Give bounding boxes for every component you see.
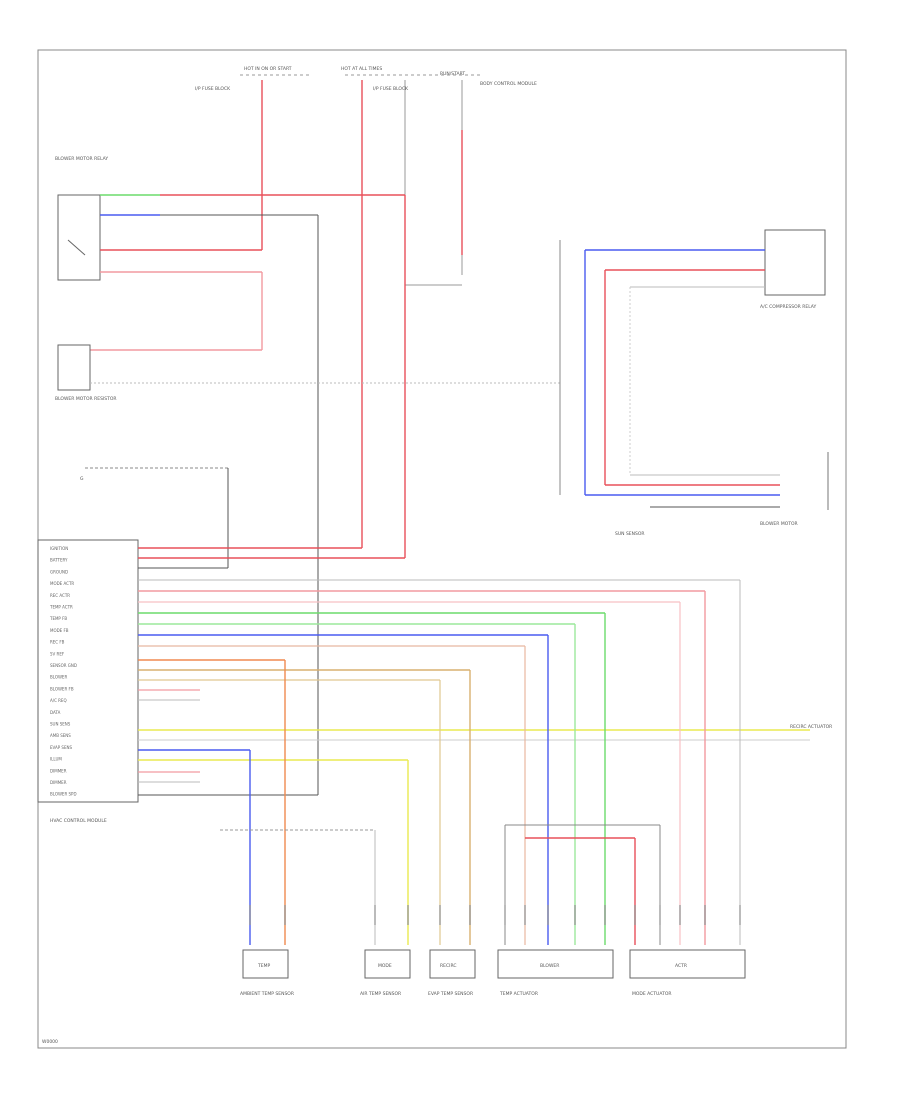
bottom-box-recirc [429,949,476,979]
module-pin-label: A/C REQ [50,698,67,703]
bottom-box-temp [242,949,289,979]
module-pin-label: BLOWER FB [50,686,74,691]
bottom-box-actr-label: ACTR [675,963,687,969]
top-label-mid-block: I/P FUSE BLOCK [373,86,409,92]
module-pin-label: TEMP ACTR [49,605,73,610]
blower-resistor-box [57,344,91,391]
blower-resistor-label: BLOWER MOTOR RESISTOR [55,396,117,402]
hvac-module-box [37,539,139,803]
module-pin-label: BATTERY [50,558,68,563]
top-label-fuse-mid: HOT AT ALL TIMES [341,66,382,72]
module-pin-label: BLOWER SPD [50,792,77,797]
module-pin-label: GROUND [50,569,68,574]
mode-actuator-label: MODE ACTUATOR [632,991,672,997]
connector-ticks [249,905,741,925]
module-pin-label: SUN SENS [50,722,71,727]
ambient-sensor-label: AMBIENT TEMP SENSOR [240,991,294,997]
bottom-box-recirc-label: RECIRC [440,963,456,969]
module-pin-label: DIMMER [50,780,67,785]
diagram-frame [37,49,847,1049]
module-pin-label: BLOWER [50,675,67,680]
bottom-box-temp-label: TEMP [257,963,270,969]
module-pin-label: AMB SENS [50,733,71,738]
bottom-box-blower-label: BLOWER [540,963,559,969]
hvac-module-label: HVAC CONTROL MODULE [50,818,107,824]
comp-relay-label: A/C COMPRESSOR RELAY [760,304,817,310]
top-label-fuse-left: HOT IN ON OR START [244,66,292,72]
module-pin-label: ILLUM [50,757,62,762]
temp-actuator-label: TEMP ACTUATOR [499,991,538,997]
evap-sensor-label: EVAP TEMP SENSOR [428,991,473,997]
ground-label: G [80,476,84,482]
module-pin-label: REC FB [50,640,65,645]
top-label-right-block: BODY CONTROL MODULE [480,81,537,87]
module-pin-label: TEMP FB [49,616,67,621]
module-pin-label: MODE ACTR [50,581,74,586]
module-pin-list: IGNITION BATTERY GROUND MODE ACTR REC ACTR TE… [49,546,77,797]
bottom-box-blower [497,949,614,979]
air-temp-sensor-label: AIR TEMP SENSOR [360,991,401,997]
page-code: W0000 [42,1039,58,1045]
blower-motor-label: BLOWER MOTOR [760,521,798,527]
module-pin-label: DATA [50,710,61,715]
top-label-fuse-right: RUN/START [440,71,465,77]
blower-relay-label: BLOWER MOTOR RELAY [55,156,108,162]
comp-relay-box [764,229,826,296]
module-pin-label: SENSOR GND [50,663,77,668]
sun-sensor-label: SUN SENSOR [615,531,645,537]
recirc-actuator-label: RECIRC ACTUATOR [790,724,832,730]
module-pin-label: 5V REF [50,651,65,656]
relay-switch [67,239,86,256]
top-label-left-block: I/P FUSE BLOCK [195,86,231,92]
module-pin-label: MODE FB [50,628,69,633]
module-pin-label: EVAP SENS [50,745,72,750]
bottom-box-mode [364,949,411,979]
blower-relay-box [57,194,101,281]
module-pin-label: DIMMER [50,768,67,773]
module-pin-label: IGNITION [50,546,68,551]
bottom-box-mode-label: MODE [378,963,392,969]
module-pin-label: REC ACTR [50,593,70,598]
bottom-box-actr [629,949,746,979]
